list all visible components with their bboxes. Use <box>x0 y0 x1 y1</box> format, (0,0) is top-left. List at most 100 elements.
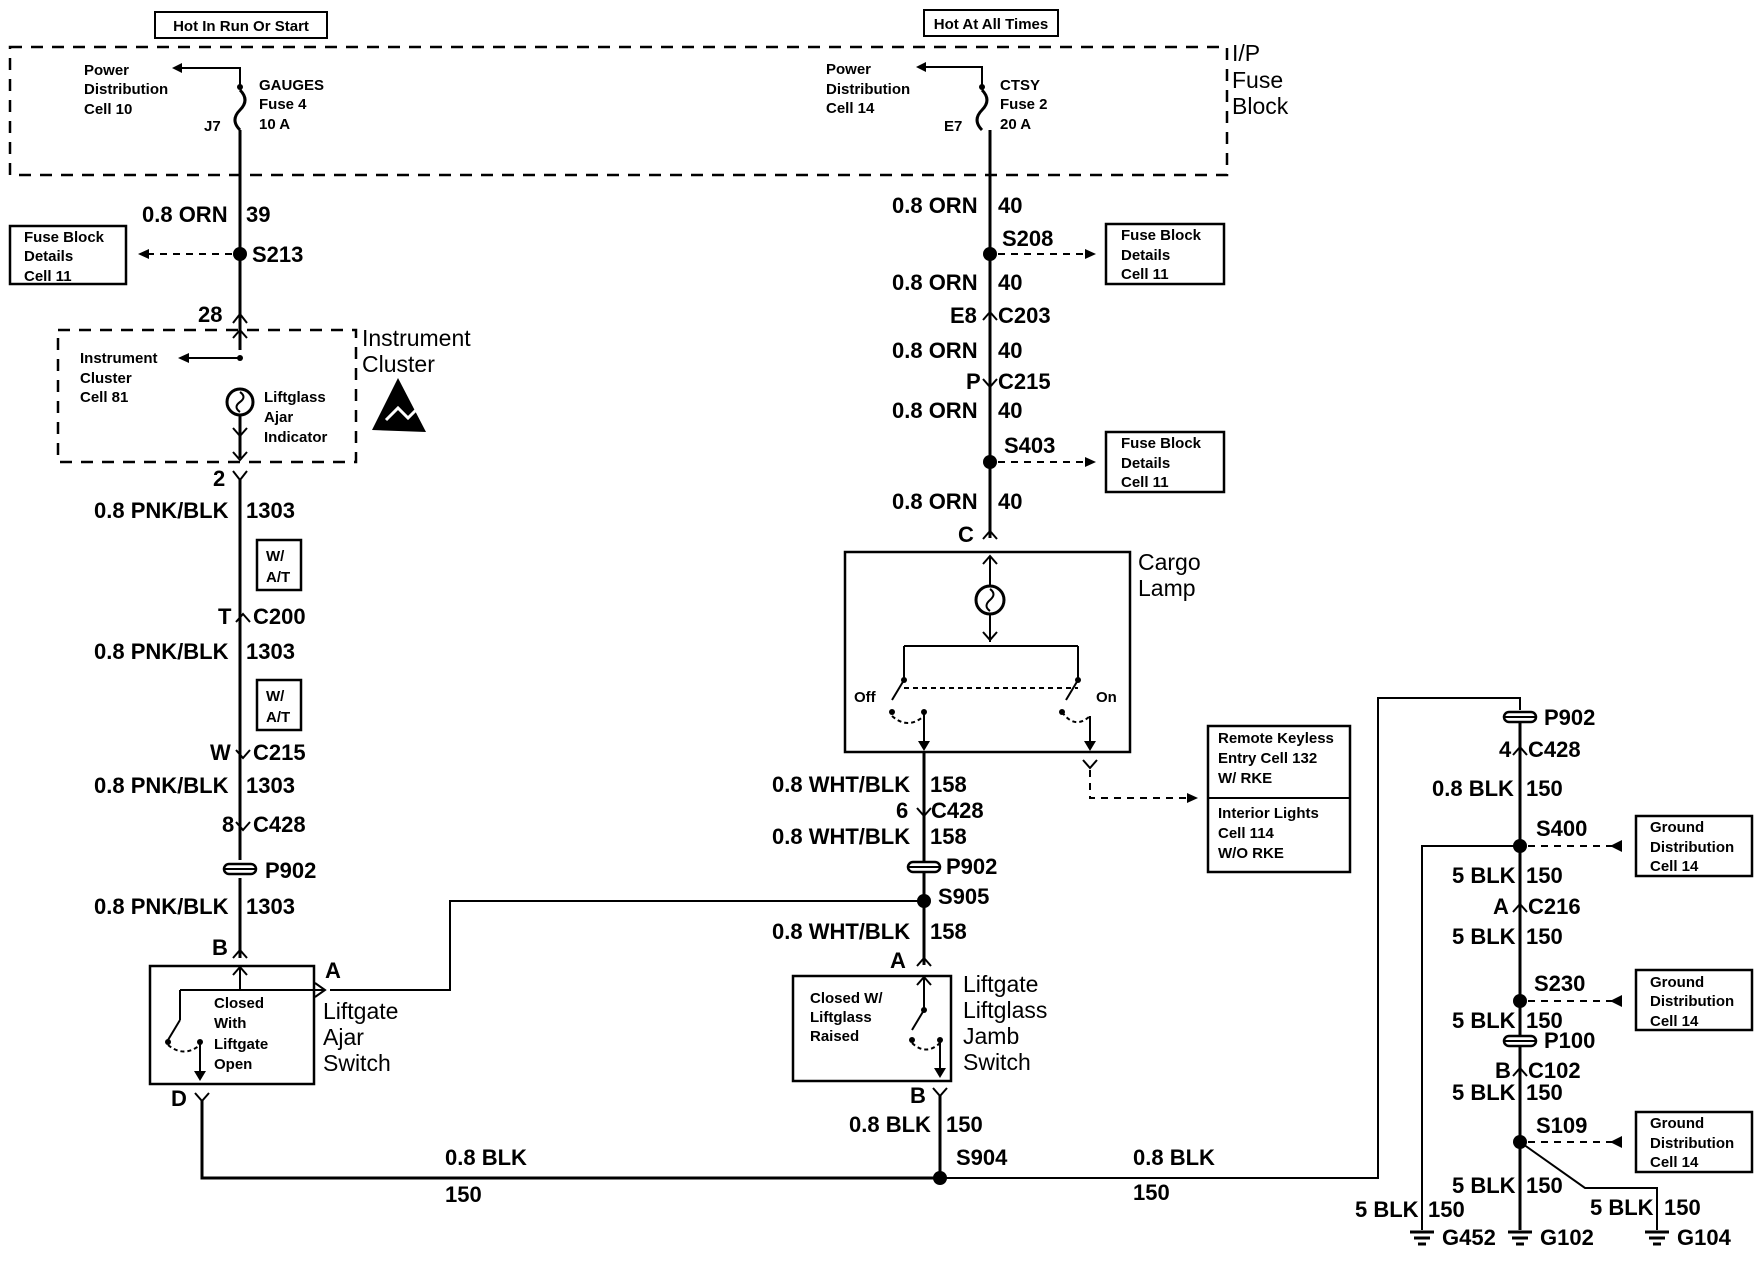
circuit-1303-2: 1303 <box>246 639 295 664</box>
wire-wht-3: 0.8 WHT/BLK <box>772 919 910 944</box>
conn-c203: C203 <box>998 303 1051 328</box>
left-power-ref-2: Distribution <box>84 81 168 98</box>
splice-s403-label: S403 <box>1004 433 1055 458</box>
cargo-lamp-title-2: Lamp <box>1138 575 1196 601</box>
bottom-wire-right: 0.8 BLK <box>1133 1145 1215 1170</box>
ground-dist-2a: Ground <box>1650 974 1704 991</box>
arrow-left-icon <box>1610 840 1622 852</box>
gauges-fuse-rating: 10 A <box>259 116 290 133</box>
conn-a-right: A <box>1493 894 1509 919</box>
ground-dist-3a: Ground <box>1650 1115 1704 1132</box>
jamb-title-2: Liftglass <box>963 997 1047 1023</box>
circuit-1303-1: 1303 <box>246 498 295 523</box>
p100-label: P100 <box>1544 1028 1595 1053</box>
arrow-left-icon <box>138 249 149 259</box>
arrow-left-icon <box>916 62 926 72</box>
cluster-ref-2: Cluster <box>80 370 132 387</box>
ground-dist-box-1 <box>1634 814 1754 878</box>
right-power-ref-1: Power <box>826 61 871 78</box>
p902-mid-label: P902 <box>946 854 997 879</box>
pin-e7: E7 <box>944 118 962 135</box>
arrow-left-icon <box>1610 1136 1622 1148</box>
wire-5-blk-g452: 5 BLK <box>1355 1197 1419 1222</box>
pin-d: D <box>171 1086 187 1111</box>
rke-ref-1: Remote Keyless <box>1218 730 1334 747</box>
wire-5-blk-1: 5 BLK <box>1452 863 1516 888</box>
conn-t: T <box>218 604 232 629</box>
circuit-40-1: 40 <box>998 193 1022 218</box>
ground-dist-1a: Ground <box>1650 819 1704 836</box>
ground-g102-icon <box>1508 1230 1532 1246</box>
p902-left-label: P902 <box>265 858 316 883</box>
wire-0-8-orn: 0.8 ORN <box>142 202 228 227</box>
conn-c215-mid: C215 <box>998 369 1051 394</box>
gauges-fuse-name: GAUGES <box>259 77 324 94</box>
circuit-150-r3: 150 <box>1526 924 1563 949</box>
left-circuit: 0.8 ORN 39 S213 Fuse Block Details Cell … <box>8 202 946 1180</box>
wire-pnk-blk-1: 0.8 PNK/BLK <box>94 498 229 523</box>
circuit-158-3: 158 <box>930 919 967 944</box>
ground-dist-1c: Cell 14 <box>1650 858 1699 875</box>
left-power-ref-1: Power <box>84 62 129 79</box>
fuse-details-box-left <box>8 224 128 286</box>
splice-s208 <box>983 247 997 261</box>
conn-8: 8 <box>222 812 234 837</box>
circuit-150-r1: 150 <box>1526 776 1563 801</box>
conn-b-right: B <box>1495 1058 1511 1083</box>
conn-c102: C102 <box>1528 1058 1581 1083</box>
circuit-1303-3: 1303 <box>246 773 295 798</box>
fuse-details-s403-1: Fuse Block <box>1121 435 1202 452</box>
instrument-cluster-outline <box>56 328 358 464</box>
conn-p: P <box>966 369 981 394</box>
arrow-left-icon <box>1610 995 1622 1007</box>
ajar-switch-title-1: Liftgate <box>323 998 398 1024</box>
gauges-fuse: Power Distribution Cell 10 GAUGES Fuse 4… <box>84 62 324 350</box>
wire-5-blk-2: 5 BLK <box>1452 924 1516 949</box>
jamb-state-3: Raised <box>810 1028 859 1045</box>
conn-c428-mid: C428 <box>931 798 984 823</box>
left-power-ref-3: Cell 10 <box>84 101 132 118</box>
bottom-wire-left: 0.8 BLK <box>445 1145 527 1170</box>
rke-ref-2: Entry Cell 132 <box>1218 750 1317 767</box>
circuit-150-mid: 150 <box>946 1112 983 1137</box>
cargo-lamp-box <box>843 550 1132 754</box>
conn-c428: C428 <box>253 812 306 837</box>
ctsy-fuse-name: CTSY <box>1000 77 1040 94</box>
cargo-lamp-on: On <box>1096 689 1117 706</box>
splice-s213-label: S213 <box>252 242 303 267</box>
option-wat-1a: W/ <box>266 548 285 565</box>
arrow-down-icon <box>194 1071 206 1081</box>
pin-a-left: A <box>325 958 341 983</box>
splice-s403 <box>983 455 997 469</box>
splice-s904 <box>933 1171 947 1185</box>
ctsy-fuse: Power Distribution Cell 14 CTSY Fuse 2 2… <box>826 61 1048 135</box>
fuse-block-title-3: Block <box>1232 93 1289 119</box>
middle-circuit: 0.8 ORN 40 S208 Fuse Block Details Cell … <box>772 130 1352 1185</box>
wire-orn-3: 0.8 ORN <box>892 338 978 363</box>
splice-s230-label: S230 <box>1534 971 1585 996</box>
ajar-switch-title-3: Switch <box>323 1050 391 1076</box>
ground-dist-3c: Cell 14 <box>1650 1154 1699 1171</box>
circuit-40-2: 40 <box>998 270 1022 295</box>
wire-orn-2: 0.8 ORN <box>892 270 978 295</box>
fuse-details-s208-2: Details <box>1121 247 1170 264</box>
arrow-left-icon <box>172 63 182 73</box>
circuit-150-r2: 150 <box>1526 863 1563 888</box>
circuit-150-r6: 150 <box>1526 1173 1563 1198</box>
option-wat-1b: A/T <box>266 569 290 586</box>
ground-dist-1b: Distribution <box>1650 839 1734 856</box>
pin-c: C <box>958 522 974 547</box>
circuit-40-3: 40 <box>998 338 1022 363</box>
arrow-down-icon <box>918 741 930 751</box>
ajar-switch-state-4: Open <box>214 1056 252 1073</box>
arrow-right-icon <box>1085 457 1096 467</box>
ctsy-fuse-rating: 20 A <box>1000 116 1031 133</box>
ground-dist-box-2 <box>1634 968 1754 1032</box>
hot-all-times-label: Hot At All Times <box>934 16 1048 33</box>
splice-s230 <box>1513 994 1527 1008</box>
indicator-label-2: Ajar <box>264 409 293 426</box>
ajar-switch-title-2: Ajar <box>323 1024 364 1050</box>
splice-s904-label: S904 <box>956 1145 1008 1170</box>
pin-b-mid: B <box>910 1083 926 1108</box>
jamb-state-1: Closed W/ <box>810 990 883 1007</box>
